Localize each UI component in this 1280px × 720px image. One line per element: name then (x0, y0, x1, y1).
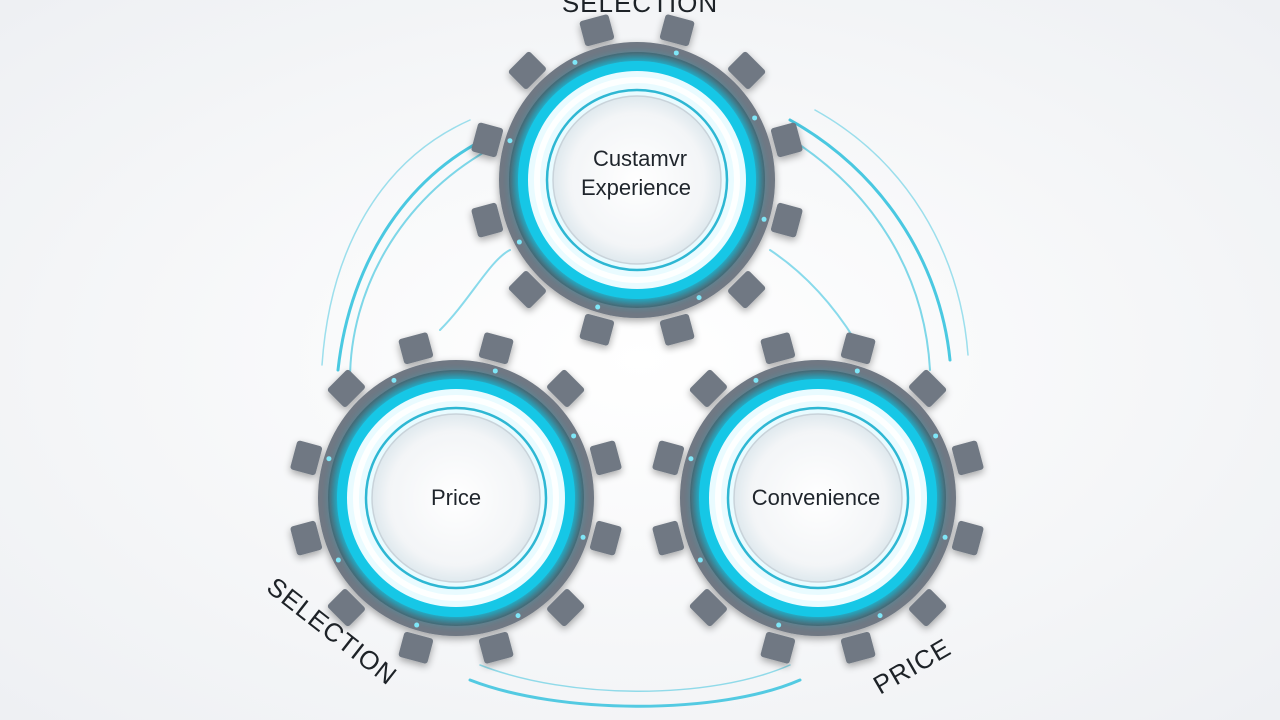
gear-tooth (327, 589, 365, 627)
gear-tooth (770, 122, 803, 158)
gear-right-label: Convenience (752, 485, 880, 510)
connector-arcs (321, 109, 969, 708)
gear-rim-dot (697, 557, 703, 563)
gear-rim-dot (515, 613, 521, 619)
gear-tooth (290, 520, 323, 556)
gear-tooth (760, 631, 796, 664)
gear-top (471, 14, 803, 346)
gear-inner-ring (364, 406, 548, 590)
gear-tooth (728, 51, 766, 89)
gear-tooth (909, 369, 947, 407)
gear-rim-dot (326, 456, 332, 462)
gear-rim-dot (877, 613, 883, 619)
gear-inner-ring (545, 88, 729, 272)
gear-rim-dot (391, 377, 397, 383)
gear-tooth (840, 631, 876, 664)
gear-top-label-line-2: Experience (581, 175, 691, 200)
gear-tooth (951, 440, 984, 476)
gear-inner-ring (726, 406, 910, 590)
gear-tooth (760, 332, 796, 365)
gear-tooth (398, 631, 434, 664)
gear-center-disc (371, 413, 541, 583)
gear-tooth (398, 332, 434, 365)
gear-tooth (579, 14, 615, 47)
gear-tooth (478, 332, 514, 365)
gear-rim-dot (414, 622, 420, 628)
gear-tooth (652, 440, 685, 476)
gear-tooth (652, 520, 685, 556)
gear-tooth (478, 631, 514, 664)
gear-tooth (659, 14, 695, 47)
gear-left (290, 332, 622, 664)
gear-rim-dot (492, 368, 498, 374)
gear-tooth (840, 332, 876, 365)
gear-rim-dot (580, 534, 586, 540)
gear-center-disc (552, 95, 722, 265)
outer-label-top: SELECTION (562, 0, 718, 18)
gear-tooth (471, 122, 504, 158)
gear-tooth (728, 271, 766, 309)
gear-tooth (508, 51, 546, 89)
gear-top-label-line-1: Custamvr (593, 146, 687, 171)
gear-rim-dot (688, 456, 694, 462)
gear-white-ring (534, 77, 740, 283)
gear-center-disc (733, 413, 903, 583)
gears-layer (290, 14, 984, 664)
gear-rim-dot (942, 534, 948, 540)
gear-left-label: Price (431, 485, 481, 510)
gear-tooth (327, 369, 365, 407)
gear-tooth (589, 440, 622, 476)
gear-tooth (689, 369, 727, 407)
gear-tooth (770, 202, 803, 238)
gear-tooth (508, 271, 546, 309)
gear-white-ring (715, 395, 921, 601)
gear-rim-dot (776, 622, 782, 628)
gear-tooth (589, 520, 622, 556)
gear-rim-dot (752, 115, 758, 121)
gear-tooth (579, 313, 615, 346)
gear-rim-dot (335, 557, 341, 563)
gear-tooth (547, 369, 585, 407)
gear-rim-dot (507, 138, 513, 144)
gear-rim-dot (595, 304, 601, 310)
gear-rim-dot (516, 239, 522, 245)
gear-rim-dot (854, 368, 860, 374)
gear-rim-dot (572, 59, 578, 65)
gear-rim-dot (571, 433, 577, 439)
gear-tooth (951, 520, 984, 556)
gear-tooth (909, 589, 947, 627)
gear-right (652, 332, 984, 664)
gear-rim-dot (696, 295, 702, 301)
gear-rim-dot (753, 377, 759, 383)
gear-tooth (471, 202, 504, 238)
gear-rim-dot (761, 216, 767, 222)
gear-tooth (290, 440, 323, 476)
gear-tooth (659, 313, 695, 346)
gear-tooth (547, 589, 585, 627)
gear-rim-dot (933, 433, 939, 439)
gear-white-ring (353, 395, 559, 601)
gear-rim-dot (673, 50, 679, 56)
gear-tooth (689, 589, 727, 627)
